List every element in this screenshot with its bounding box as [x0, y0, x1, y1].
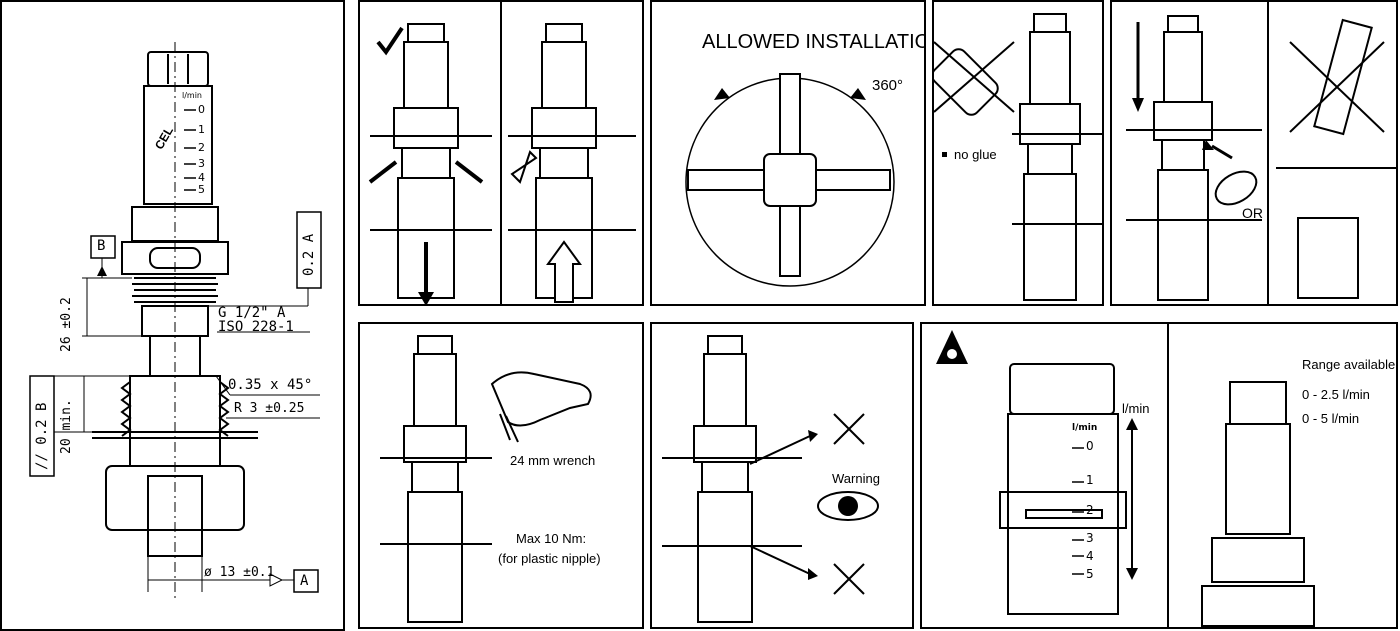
thread-spec-line2: ISO 228-1	[218, 319, 294, 335]
alignment-illustration	[1126, 2, 1396, 304]
tolerance-frame-top: 0.2 A	[301, 233, 317, 276]
wrench-size-label: 24 mm wrench	[510, 453, 596, 468]
scale-range-panel: l/min l/min 0 1 2 3 4 5 Range available:…	[920, 322, 1398, 629]
scale-tick-0: 0	[198, 103, 205, 116]
rotation-label: 360°	[872, 77, 904, 94]
scale-unit-tube: l/min	[1072, 423, 1098, 433]
scale-tick-1: 1	[198, 123, 205, 136]
scale-tick-5: 5	[198, 183, 205, 196]
dimension-26: 26 ±0.2	[59, 297, 74, 352]
allowed-installation-panel: ALLOWED INSTALLATION 360°	[650, 0, 926, 306]
or-label: OR	[1242, 205, 1263, 221]
thread-spec-line1: G 1/2" A	[218, 305, 286, 321]
scale-tick-3: 3	[1086, 531, 1094, 545]
range-option-1: 0 - 2.5 l/min	[1302, 387, 1370, 402]
no-glue-panel: no glue	[932, 0, 1104, 306]
scale-tick-2: 2	[1086, 503, 1094, 517]
scale-tick-2: 2	[198, 141, 205, 154]
scale-tick-5: 5	[1086, 567, 1094, 581]
seating-illustration	[368, 2, 636, 304]
scale-tick-4: 4	[198, 171, 205, 184]
range-title: Range available:	[1302, 357, 1398, 372]
rotation-diagram	[685, 73, 895, 287]
flowmeter-cross-section	[29, 42, 322, 602]
scale-range-illustration	[936, 324, 1315, 627]
scale-tick-0: 0	[1086, 439, 1094, 453]
seating-panel	[358, 0, 644, 306]
torque-label-line1: Max 10 Nm:	[516, 531, 587, 546]
scale-unit: l/min	[182, 91, 203, 100]
warning-illustration	[662, 335, 879, 623]
allowed-installation-title: ALLOWED INSTALLATION	[702, 31, 926, 53]
scale-tick-1: 1	[1086, 473, 1094, 487]
wrench-panel: 24 mm wrench Max 10 Nm: (for plastic nip…	[358, 322, 644, 629]
chamfer-label: 0.35 x 45°	[228, 377, 313, 393]
alignment-panel: OR	[1110, 0, 1398, 306]
dimension-20: 20 min.	[59, 399, 74, 454]
radius-label: R 3 ±0.25	[234, 401, 305, 416]
scale-tick-4: 4	[1086, 549, 1094, 563]
no-glue-label: no glue	[954, 147, 997, 162]
tolerance-frame-left: // 0.2 B	[34, 402, 50, 470]
range-option-2: 0 - 5 l/min	[1302, 411, 1360, 426]
warning-panel: Warning	[650, 322, 914, 629]
no-glue-illustration	[934, 13, 1102, 301]
torque-label-line2: (for plastic nipple)	[498, 551, 601, 566]
scale-tick-3: 3	[198, 157, 205, 170]
datum-a-label: A	[300, 573, 309, 589]
datum-b-label: B	[97, 238, 106, 254]
wrench-illustration	[380, 335, 592, 623]
technical-drawing-panel: B A 0.2 A // 0.2 B G 1/2" A ISO 228-1 26…	[0, 0, 345, 631]
warning-label: Warning	[832, 471, 880, 486]
diameter-label: ø 13 ±0.1	[204, 565, 275, 580]
scale-unit-arrow-label: l/min	[1122, 401, 1150, 416]
